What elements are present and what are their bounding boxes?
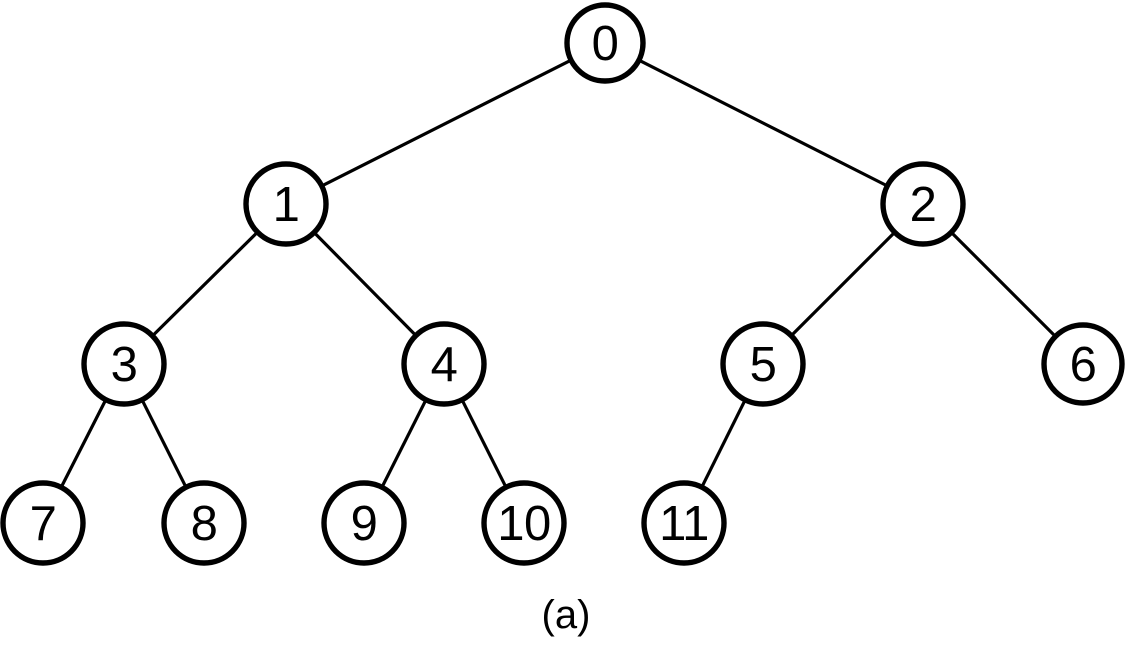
- node-circle-9: [321, 480, 407, 566]
- tree-edge-3-7: [59, 398, 108, 489]
- tree-node-8[interactable]: 8: [161, 480, 247, 566]
- node-circle-7: [0, 480, 86, 566]
- tree-node-0[interactable]: 0: [564, 2, 646, 84]
- node-label-2: 2: [910, 178, 937, 232]
- tree-edge-0-2: [637, 58, 889, 188]
- tree-edge-4-10: [460, 398, 508, 489]
- tree-edge-1-4: [312, 230, 418, 338]
- tree-edge-1-3: [150, 230, 260, 338]
- tree-node-2[interactable]: 2: [880, 161, 966, 247]
- node-circle-2: [880, 161, 966, 247]
- node-circle-6: [1041, 322, 1125, 406]
- node-label-7: 7: [30, 497, 57, 551]
- node-label-0: 0: [592, 17, 619, 71]
- tree-node-4[interactable]: 4: [401, 321, 487, 407]
- node-circle-5: [720, 321, 806, 407]
- node-circle-0: [564, 2, 646, 84]
- node-circle-3: [81, 321, 167, 407]
- node-label-5: 5: [750, 338, 777, 392]
- node-label-9: 9: [351, 497, 378, 551]
- tree-node-10[interactable]: 10: [481, 480, 567, 566]
- edge-layer: [59, 58, 1058, 489]
- node-label-8: 8: [191, 497, 218, 551]
- node-circle-10: [481, 480, 567, 566]
- tree-node-5[interactable]: 5: [720, 321, 806, 407]
- node-circle-4: [401, 321, 487, 407]
- tree-edge-4-9: [380, 398, 428, 489]
- tree-node-3[interactable]: 3: [81, 321, 167, 407]
- node-circle-1: [243, 161, 329, 247]
- tree-node-1[interactable]: 1: [243, 161, 329, 247]
- tree-node-7[interactable]: 7: [0, 480, 86, 566]
- figure-caption: (a): [542, 593, 591, 637]
- node-label-6: 6: [1070, 338, 1097, 392]
- tree-node-9[interactable]: 9: [321, 480, 407, 566]
- tree-edge-0-1: [320, 58, 573, 188]
- tree-node-11[interactable]: 11: [641, 480, 727, 566]
- node-circle-11: [641, 480, 727, 566]
- tree-node-6[interactable]: 6: [1041, 322, 1125, 406]
- node-label-11: 11: [659, 497, 709, 551]
- node-label-4: 4: [431, 338, 458, 392]
- node-label-10: 10: [497, 497, 551, 551]
- node-circle-8: [161, 480, 247, 566]
- tree-edge-5-11: [699, 398, 748, 489]
- tree-edge-2-6: [949, 230, 1058, 339]
- node-layer: 0 1 2 3 4 5 6 7 8 9 10 11: [0, 2, 1125, 566]
- tree-edge-2-5: [789, 230, 897, 338]
- tree-edge-3-8: [140, 398, 188, 489]
- node-label-1: 1: [273, 178, 300, 232]
- node-label-3: 3: [111, 338, 138, 392]
